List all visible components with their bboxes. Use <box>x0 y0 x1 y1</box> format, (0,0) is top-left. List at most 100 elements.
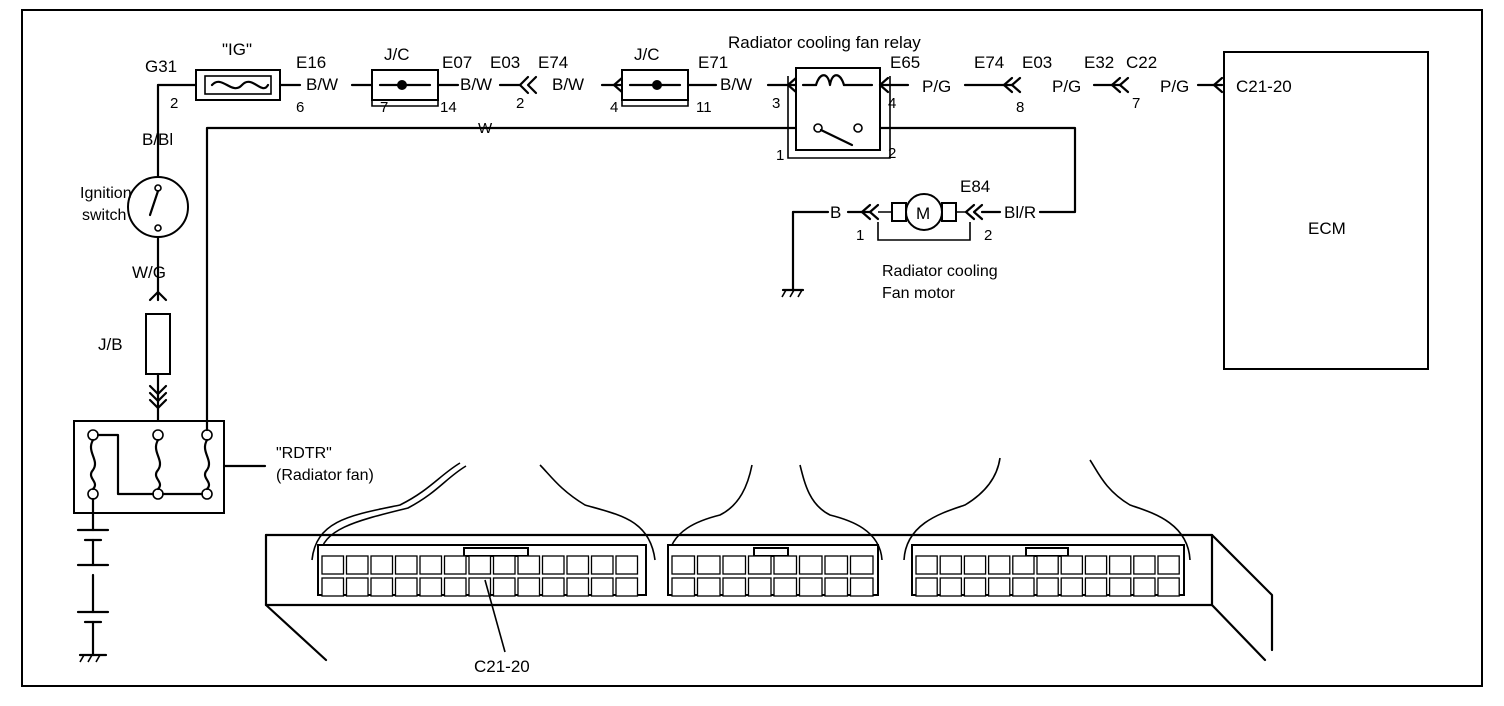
connector-pin-cell <box>915 577 938 597</box>
pin-relay-2: 2 <box>888 145 896 162</box>
connector-pin-cell <box>321 577 345 597</box>
rdtr-fuse-block <box>73 420 225 514</box>
connector-pin-cell <box>798 577 823 597</box>
connector-pin-cell <box>963 577 987 597</box>
connector-pin-cell <box>419 555 443 575</box>
c21-20-callout: C21-20 <box>474 657 530 676</box>
jb-fuse <box>145 313 171 375</box>
c21-20-leader-line <box>484 579 506 653</box>
connector-pin-cell <box>345 555 369 575</box>
connector-pin-cell <box>615 555 639 575</box>
wire-bbl: B/Bl <box>142 130 173 149</box>
ignition-circuit <box>73 83 1077 663</box>
pin-e03-b: 8 <box>1016 99 1024 116</box>
connector-pin-cell <box>671 555 696 575</box>
connector-pin-cell <box>773 577 798 597</box>
connector-pin-cell <box>541 555 565 575</box>
connector-pin-cell <box>773 555 798 575</box>
connector-pin-cell <box>1012 555 1035 575</box>
connector-pin-cell <box>590 555 614 575</box>
connector-pin-cell <box>696 555 721 575</box>
fan-relay <box>795 67 881 151</box>
pin-e16: 6 <box>296 99 304 116</box>
wire-bw-3: B/W <box>552 75 584 94</box>
motor-label-1: Radiator cooling <box>882 263 998 280</box>
fan-motor <box>905 193 943 231</box>
connector-pin-cell <box>443 555 467 575</box>
connector-pin-cell <box>419 577 443 597</box>
connector-e07: E07 <box>442 53 472 72</box>
connector-pin-cell <box>1133 577 1156 597</box>
connector-pin-cell <box>1060 577 1084 597</box>
connector-pin-cell <box>722 577 747 597</box>
connector-pin-cell <box>1157 577 1180 597</box>
pin-c22: 7 <box>1132 95 1140 112</box>
wire-pg-2: P/G <box>1052 77 1081 96</box>
ig-fuse-label: "IG" <box>222 40 252 59</box>
connector-e03-b: E03 <box>1022 53 1052 72</box>
connector-pin-cell <box>492 577 516 597</box>
ignition-switch-label-2: switch <box>82 207 126 224</box>
connector-c21-20: C21-20 <box>1236 77 1292 96</box>
pin-jc2-out: 11 <box>696 99 712 116</box>
connector-e03-a: E03 <box>490 53 520 72</box>
wire-bw-1: B/W <box>306 75 338 94</box>
connector-pin-cell <box>370 555 394 575</box>
pin-e74-a: 2 <box>516 95 524 112</box>
connector-pin-cell <box>345 577 369 597</box>
connector-pin-cell <box>824 577 849 597</box>
connector-e74-a: E74 <box>538 53 568 72</box>
connector-pin-cell <box>939 555 963 575</box>
wire-pg-1: P/G <box>922 77 951 96</box>
pin-relay-4: 4 <box>888 95 896 112</box>
connector-e16: E16 <box>296 53 326 72</box>
connector-pin-cell <box>394 577 418 597</box>
connector-pin-cell <box>963 555 987 575</box>
connector-pin-cell <box>1157 555 1180 575</box>
connector-pin-cell <box>849 555 874 575</box>
pin-relay-3: 3 <box>772 95 780 112</box>
pin-jc1-out: 14 <box>440 99 457 116</box>
rdtr-label-1: "RDTR" <box>276 445 332 462</box>
ignition-switch[interactable] <box>127 176 189 238</box>
connector-e84: E84 <box>960 177 990 196</box>
connector-pin-cell <box>370 577 394 597</box>
connector-pin-cell <box>566 577 590 597</box>
connector-pin-cell <box>747 577 772 597</box>
connector-pin-cell <box>541 577 565 597</box>
connector-pin-cell <box>939 577 963 597</box>
connector-pin-cell <box>615 577 639 597</box>
connector-pin-cell <box>394 555 418 575</box>
connector-pin-cell <box>492 555 516 575</box>
connector-pin-cell <box>1084 555 1108 575</box>
connector-pin-cell <box>915 555 938 575</box>
pin-motor-2: 2 <box>984 227 992 244</box>
connector-e65: E65 <box>890 53 920 72</box>
connector-pin-cell <box>1133 555 1156 575</box>
wire-w: W <box>478 120 493 137</box>
connector-pin-cell <box>517 577 541 597</box>
motor-circuit <box>781 193 1002 298</box>
ecm-connector-illustration <box>264 457 1274 662</box>
connector-pin-cell <box>849 577 874 597</box>
motor-symbol: M <box>916 204 930 223</box>
connector-pin-cell <box>1036 577 1059 597</box>
pin-jc2-in: 4 <box>610 99 618 116</box>
top-harness <box>195 67 1224 159</box>
wire-wg: W/G <box>132 263 166 282</box>
pin-relay-1: 1 <box>776 147 784 164</box>
connector-pin-cell <box>1084 577 1108 597</box>
connector-pin-cells <box>321 555 1180 597</box>
connector-pin-cell <box>824 555 849 575</box>
connector-pin-cell <box>1108 555 1132 575</box>
connector-pin-cell <box>443 577 467 597</box>
jc2-label: J/C <box>634 45 660 64</box>
connector-e71: E71 <box>698 53 728 72</box>
ecm-label: ECM <box>1308 219 1346 238</box>
connector-pin-cell <box>1012 577 1035 597</box>
motor-label-2: Fan motor <box>882 285 956 302</box>
connector-pin-cell <box>321 555 345 575</box>
connector-pin-cell <box>468 555 492 575</box>
connector-c22: C22 <box>1126 53 1157 72</box>
